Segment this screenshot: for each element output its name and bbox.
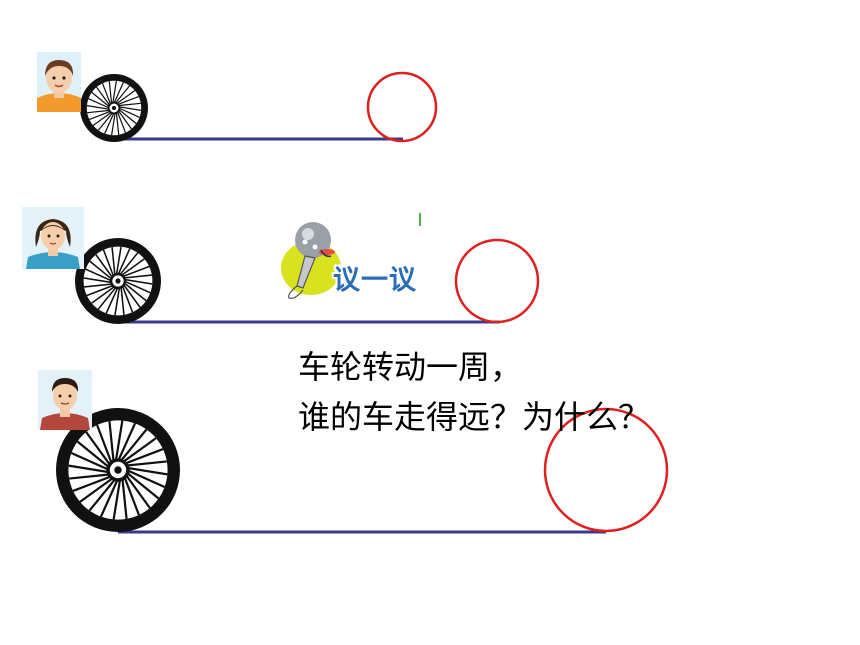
- wheel-icon: [56, 408, 180, 532]
- wheel-icon: [80, 74, 148, 142]
- target-circle-icon: [543, 407, 669, 533]
- boy-avatar-icon: [38, 370, 92, 430]
- badge-label: 议一议: [333, 265, 417, 296]
- discussion-badge: 议一议: [275, 214, 423, 300]
- microphone-icon: [281, 222, 341, 299]
- girl-avatar-icon: [22, 207, 84, 269]
- wheel-icon: [75, 238, 161, 324]
- boy-avatar-icon: [37, 52, 81, 112]
- question-text: 车轮转动一周， 谁的车走得远？为什么？: [298, 342, 650, 442]
- target-circle-icon: [366, 71, 438, 143]
- target-circle-icon: [454, 238, 540, 324]
- question-line-2: 谁的车走得远？为什么？: [298, 398, 651, 436]
- question-line-1: 车轮转动一周，: [298, 348, 523, 386]
